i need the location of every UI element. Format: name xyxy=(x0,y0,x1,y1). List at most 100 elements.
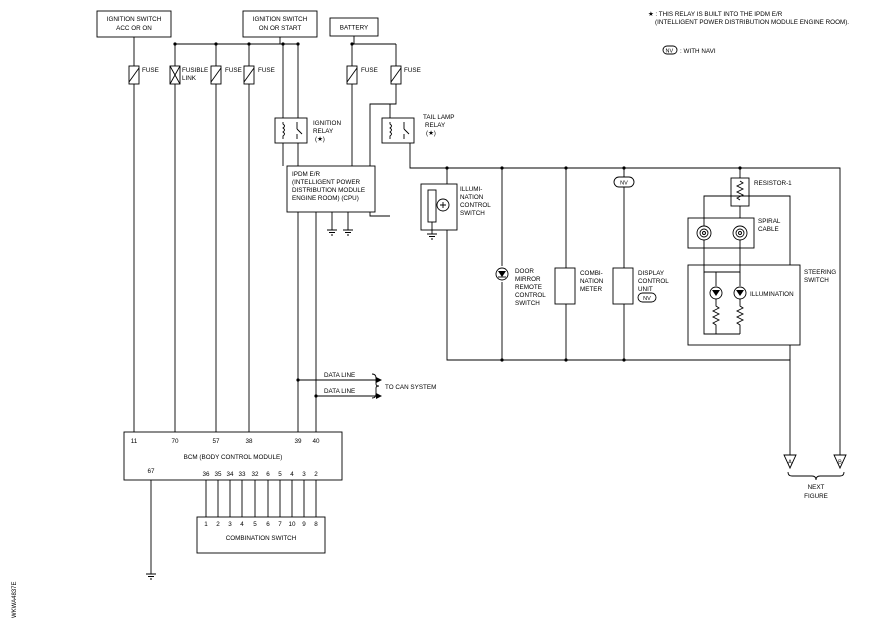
pin-label: 8 xyxy=(314,521,318,528)
fuse-6: FUSE xyxy=(390,65,421,85)
illumination-label: ILLUMINATION xyxy=(750,291,794,298)
battery-label: BATTERY xyxy=(340,25,369,32)
fuse-5-label: FUSE xyxy=(361,67,378,74)
junction-dots xyxy=(173,42,742,398)
combi-meter-line2: NATION xyxy=(580,278,604,285)
illum-switch-line2: NATION xyxy=(460,194,484,201)
fuse-3: FUSE xyxy=(210,65,242,85)
display-nv-badge: NV xyxy=(643,296,651,302)
door-mirror-line1: DOOR xyxy=(515,268,534,275)
fusible-link-line1: FUSIBLE xyxy=(182,67,208,74)
pin-label: 5 xyxy=(278,471,282,478)
combination-meter: COMBI- NATION METER xyxy=(554,168,604,360)
ignition-switch-acc: IGNITION SWITCH ACC OR ON xyxy=(96,10,172,38)
pin-label: 4 xyxy=(290,471,294,478)
tail-lamp-relay: TAIL LAMP RELAY (★) xyxy=(381,114,455,144)
figure-code: WKWA4837E xyxy=(12,582,18,618)
ipdm-er-box xyxy=(286,165,376,213)
nv-legend-symbol xyxy=(662,45,678,55)
pin-label: 33 xyxy=(238,471,246,478)
combination-switch-box xyxy=(196,516,326,554)
illum-switch-line4: SWITCH xyxy=(460,210,485,217)
display-unit-line2: CONTROL xyxy=(638,278,669,285)
next-figure-connectors: A B NEXT FIGURE xyxy=(783,454,847,500)
display-control-unit: NV DISPLAY CONTROL UNIT NV xyxy=(612,168,669,360)
data-line-1-label: DATA LINE xyxy=(324,372,355,379)
data-line-2-label: DATA LINE xyxy=(324,388,355,395)
ignition-switch-on-line2: ON OR START xyxy=(259,25,302,32)
combi-meter-line1: COMBI- xyxy=(580,270,603,277)
pin-label: 36 xyxy=(202,471,210,478)
ignition-relay: IGNITION RELAY (★) xyxy=(274,117,341,144)
pin-label: 7 xyxy=(278,521,282,528)
combi-meter-line3: METER xyxy=(580,286,602,293)
steering-switch: STEERING SWITCH ILLUMINATION xyxy=(687,240,836,346)
bcm-pin-gnd: 67 xyxy=(147,468,155,475)
to-can-label: TO CAN SYSTEM xyxy=(385,384,436,391)
fuse-1: FUSE xyxy=(128,65,159,85)
connector-b: B xyxy=(838,460,842,466)
pin-label: 9 xyxy=(302,521,306,528)
ignition-switch-acc-box xyxy=(96,10,172,38)
fuse-3-label: FUSE xyxy=(225,67,242,74)
pin-label: 70 xyxy=(171,438,179,445)
combination-switch-label: COMBINATION SWITCH xyxy=(226,535,297,542)
bcm-label: BCM (BODY CONTROL MODULE) xyxy=(184,454,283,461)
spiral-cable: SPIRAL CABLE xyxy=(687,195,791,360)
resistor-1-label: RESISTOR-1 xyxy=(754,180,792,187)
pin-label: 40 xyxy=(312,438,320,445)
tail-lamp-relay-line2: RELAY xyxy=(425,122,446,129)
pin-label: 2 xyxy=(314,471,318,478)
pin-label: 4 xyxy=(240,521,244,528)
fuse-5: FUSE xyxy=(346,65,378,85)
door-mirror-line5: SWITCH xyxy=(515,300,540,307)
fuse-4: FUSE xyxy=(243,65,275,85)
illum-switch-line3: CONTROL xyxy=(460,202,491,209)
door-mirror-line3: REMOTE xyxy=(515,284,542,291)
display-nv-top: NV xyxy=(620,181,628,187)
pin-label: 2 xyxy=(216,521,220,528)
resistor-1: RESISTOR-1 xyxy=(730,168,792,222)
pin-label: 6 xyxy=(266,521,270,528)
relay-note-line2: (INTELLIGENT POWER DISTRIBUTION MODULE E… xyxy=(655,19,849,26)
nv-legend: NV : WITH NAVI xyxy=(662,45,716,55)
next-figure-line2: FIGURE xyxy=(804,493,828,500)
pin-label: 32 xyxy=(251,471,259,478)
fusible-link: FUSIBLE LINK xyxy=(169,65,208,85)
illumination-control-switch: ILLUMI- NATION CONTROL SWITCH xyxy=(420,168,791,455)
nv-legend-text: : WITH NAVI xyxy=(680,48,716,55)
steering-switch-line2: SWITCH xyxy=(804,277,829,284)
ipdm-line1: IPDM E/R xyxy=(292,171,320,178)
relay-note: ★ : THIS RELAY IS BUILT INTO THE IPDM E/… xyxy=(648,11,849,26)
ipdm-line4: ENGINE ROOM) (CPU) xyxy=(292,195,359,202)
pin-label: 1 xyxy=(204,521,208,528)
ignition-switch-on: IGNITION SWITCH ON OR START xyxy=(242,10,318,38)
ipdm-line3: DISTRIBUTION MODULE xyxy=(292,187,365,194)
display-unit-line1: DISPLAY xyxy=(638,270,665,277)
feed-wires xyxy=(133,36,841,455)
pin-label: 6 xyxy=(266,471,270,478)
door-mirror-line2: MIRROR xyxy=(515,276,541,283)
ignition-relay-line1: IGNITION xyxy=(313,120,341,127)
ipdm-er: IPDM E/R (INTELLIGENT POWER DISTRIBUTION… xyxy=(286,165,376,213)
pin-label: 34 xyxy=(226,471,234,478)
pin-label: 57 xyxy=(212,438,220,445)
ignition-switch-on-box xyxy=(242,10,318,38)
ignition-switch-acc-line2: ACC OR ON xyxy=(116,25,152,32)
pin-label: 11 xyxy=(131,438,138,445)
fusible-link-line2: LINK xyxy=(182,75,197,82)
tail-lamp-relay-line3: (★) xyxy=(426,130,436,137)
pin-label: 5 xyxy=(253,521,257,528)
next-figure-line1: NEXT xyxy=(808,484,825,491)
fuse-6-label: FUSE xyxy=(404,67,421,74)
illum-switch-line1: ILLUMI- xyxy=(460,186,482,193)
ignition-relay-line2: RELAY xyxy=(313,128,334,135)
connector-a: A xyxy=(788,460,792,466)
ipdm-line2: (INTELLIGENT POWER xyxy=(292,179,361,186)
spiral-cable-line1: SPIRAL xyxy=(758,218,781,225)
pin-label: 35 xyxy=(214,471,222,478)
